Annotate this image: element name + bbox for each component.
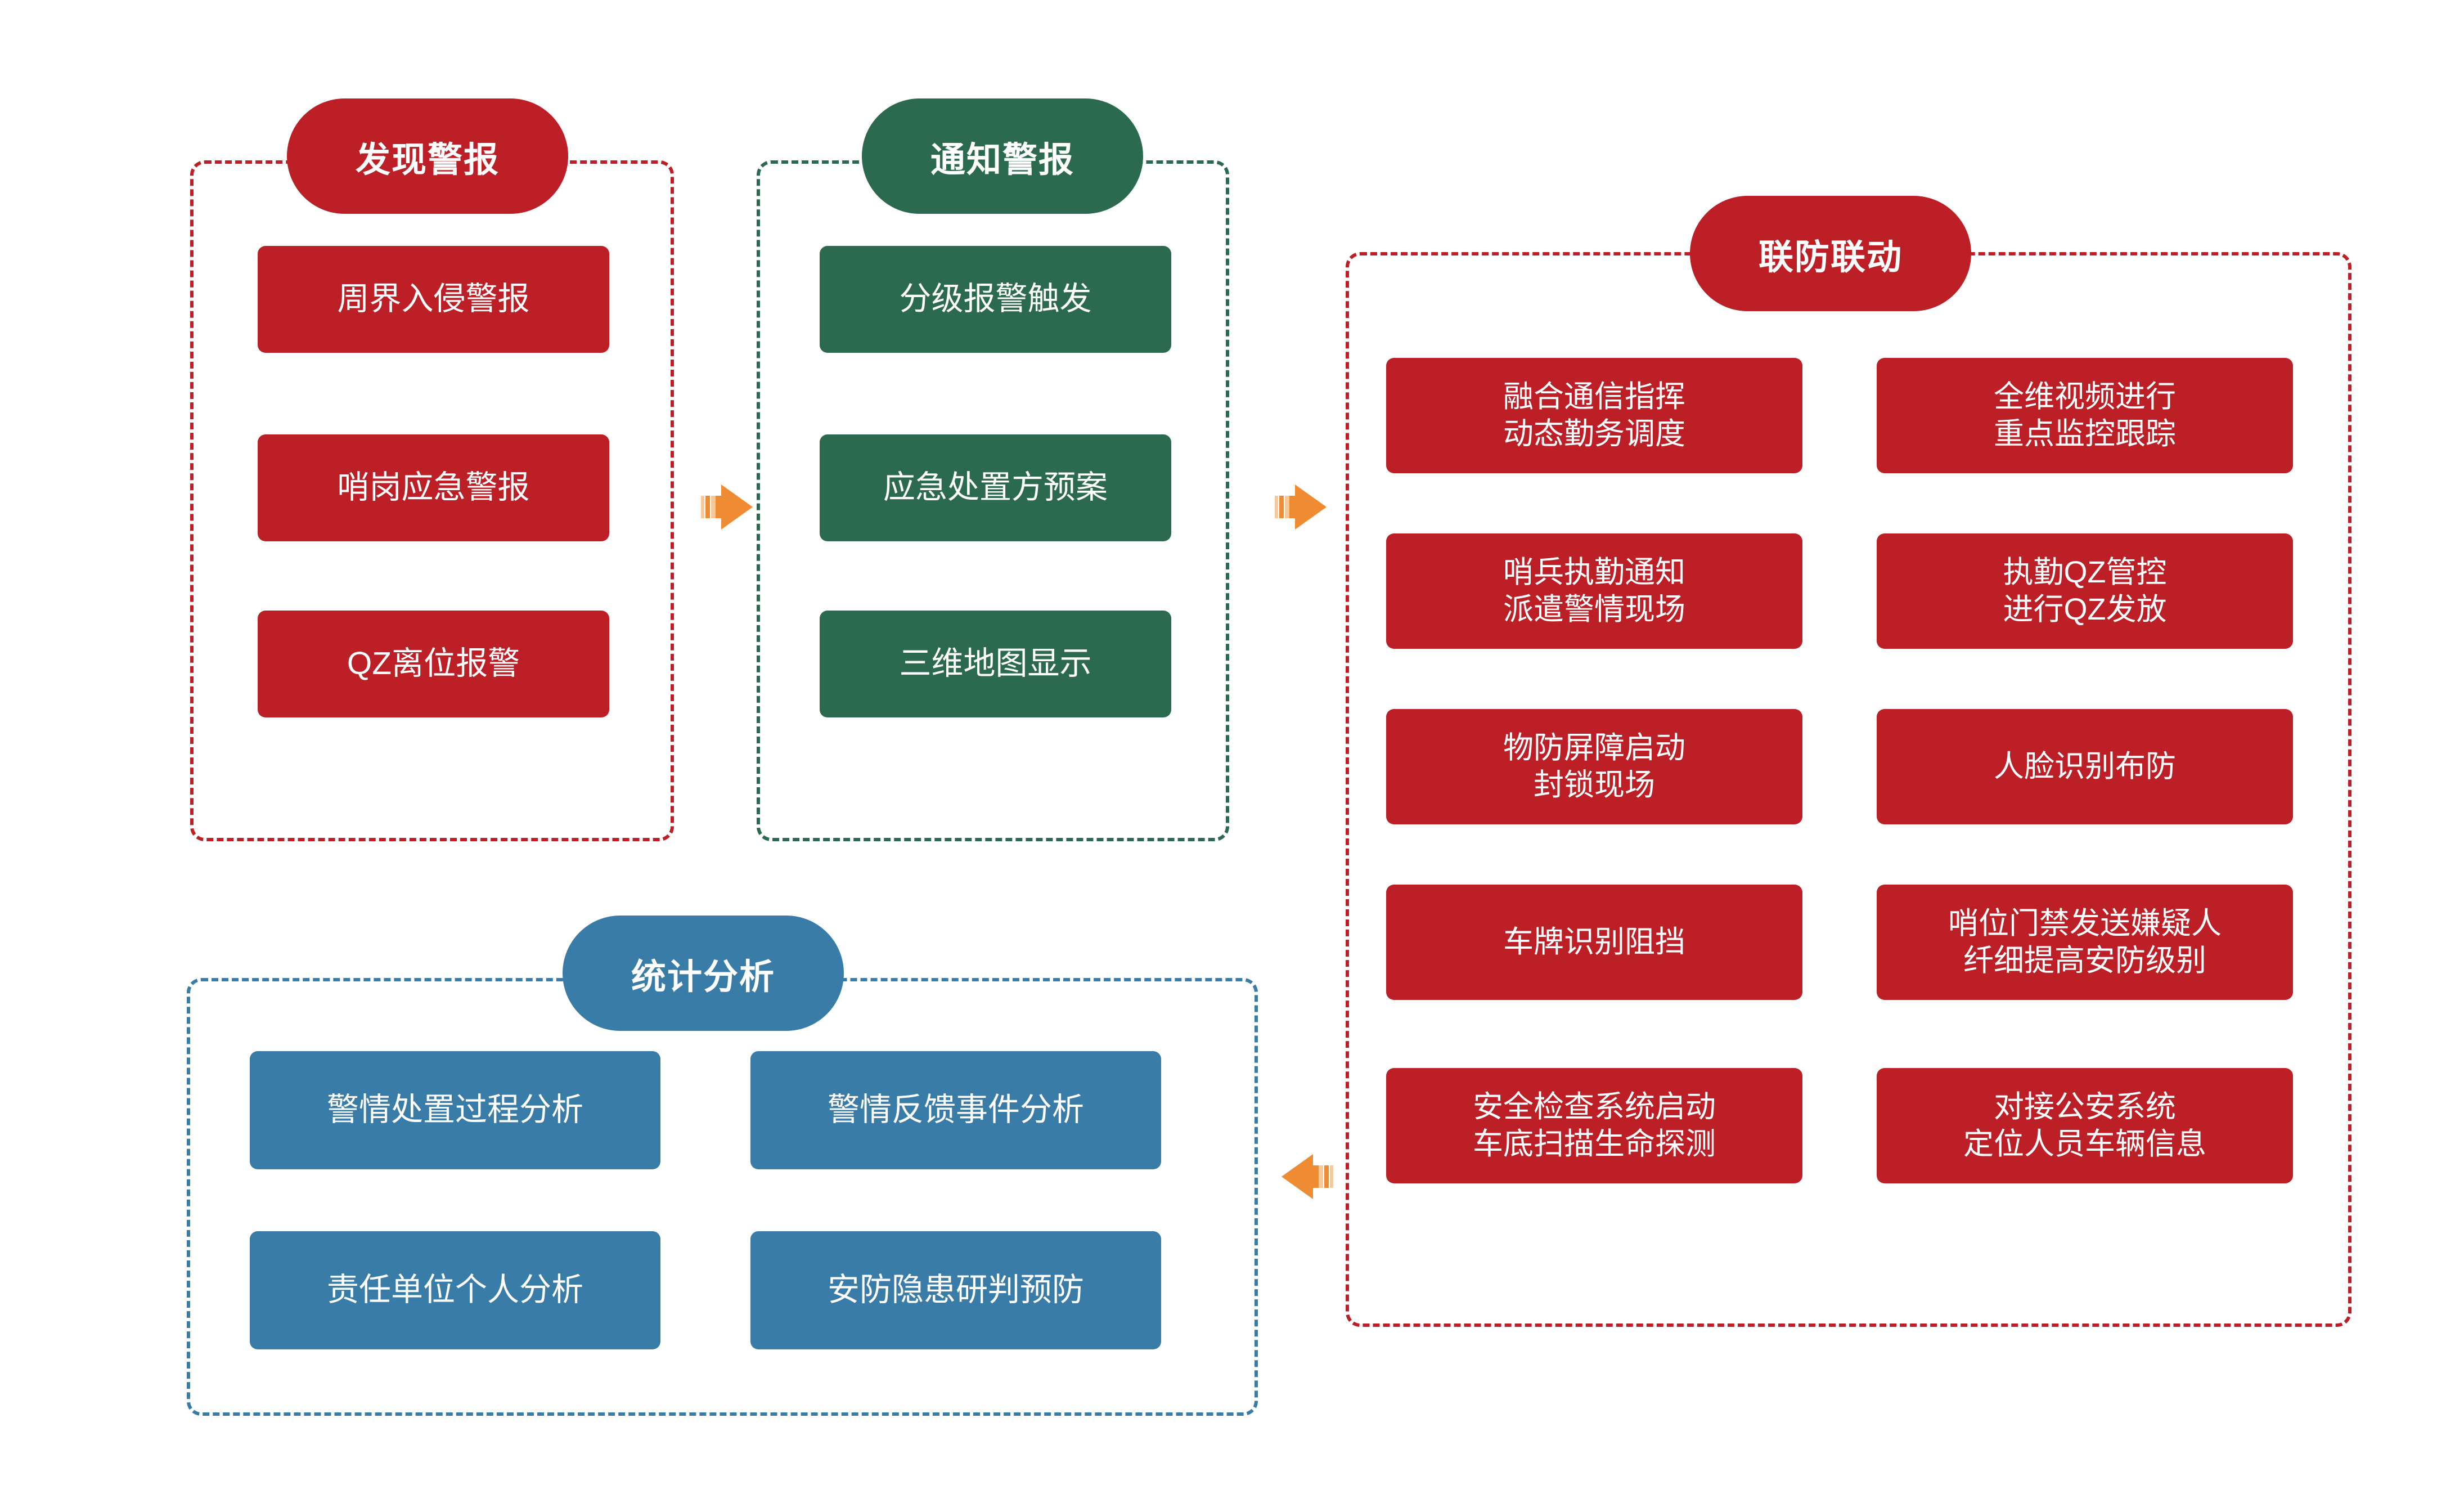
panel-statistics: 警情处置过程分析 警情反馈事件分析 责任单位个人分析 安防隐患研判预防 [187,978,1258,1416]
card-label: 全维视频进行 重点监控跟踪 [1994,379,2176,451]
card-physical-barrier-activation[interactable]: 物防屏障启动 封锁现场 [1386,709,1802,824]
card-label: 分级报警触发 [899,281,1092,317]
panel-notify-alarm: 分级报警触发 应急处置方预案 三维地图显示 [757,160,1229,841]
panel-title-label: 统计分析 [631,957,775,997]
card-fusion-communication-command[interactable]: 融合通信指挥 动态勤务调度 [1386,358,1802,473]
card-label: 三维地图显示 [899,645,1092,682]
arrow-notify-to-joint [1275,484,1327,530]
card-face-recognition-defense[interactable]: 人脸识别布防 [1877,709,2293,824]
arrow-discover-to-notify [701,484,753,530]
card-label: 车牌识别阻挡 [1503,925,1685,959]
card-label: 周界入侵警报 [337,281,530,317]
card-perimeter-intrusion-alarm[interactable]: 周界入侵警报 [258,246,609,353]
card-security-check-system[interactable]: 安全检查系统启动 车底扫描生命探测 [1386,1068,1802,1183]
card-duty-qz-control[interactable]: 执勤QZ管控 进行QZ发放 [1877,533,2293,649]
arrow-joint-to-statistics [1282,1154,1333,1199]
panel-title-label: 发现警报 [355,140,500,180]
panel-title-label: 通知警报 [930,140,1074,180]
card-qz-offpost-alarm[interactable]: QZ离位报警 [258,611,609,717]
panel-statistics-frame [187,978,1258,1416]
panel-title-label: 联防联动 [1758,237,1903,277]
card-omnidirectional-video-tracking[interactable]: 全维视频进行 重点监控跟踪 [1877,358,2293,473]
panel-discover-alarm: 周界入侵警报 哨岗应急警报 QZ离位报警 [190,160,674,841]
card-label: QZ离位报警 [347,645,520,682]
panel-title-statistics: 统计分析 [563,916,844,1031]
card-security-hazard-prevention[interactable]: 安防隐患研判预防 [750,1231,1161,1349]
card-label: 对接公安系统 定位人员车辆信息 [1963,1089,2206,1161]
card-label: 哨岗应急警报 [337,469,530,506]
card-tiered-alarm-trigger[interactable]: 分级报警触发 [820,246,1171,353]
card-label: 安防隐患研判预防 [828,1272,1084,1308]
card-alarm-handling-process-analysis[interactable]: 警情处置过程分析 [250,1051,660,1169]
card-label: 哨兵执勤通知 派遣警情现场 [1503,555,1685,626]
card-label: 安全检查系统启动 车底扫描生命探测 [1473,1089,1716,1161]
card-emergency-response-plan[interactable]: 应急处置方预案 [820,434,1171,541]
card-label: 融合通信指挥 动态勤务调度 [1503,379,1685,451]
card-3d-map-display[interactable]: 三维地图显示 [820,611,1171,717]
card-label: 警情反馈事件分析 [828,1092,1084,1128]
card-public-security-integration[interactable]: 对接公安系统 定位人员车辆信息 [1877,1068,2293,1183]
card-post-access-suspect-alert[interactable]: 哨位门禁发送嫌疑人 纤细提高安防级别 [1877,885,2293,1000]
panel-joint-defense: 融合通信指挥 动态勤务调度 哨兵执勤通知 派遣警情现场 物防屏障启动 封锁现场 … [1346,252,2351,1327]
panel-title-joint-defense: 联防联动 [1690,196,1971,311]
card-label: 警情处置过程分析 [327,1092,583,1128]
card-responsible-unit-individual-analysis[interactable]: 责任单位个人分析 [250,1231,660,1349]
card-label: 应急处置方预案 [883,469,1108,506]
card-alarm-feedback-event-analysis[interactable]: 警情反馈事件分析 [750,1051,1161,1169]
card-label: 物防屏障启动 封锁现场 [1503,730,1685,802]
card-label: 责任单位个人分析 [327,1272,583,1308]
card-label: 人脸识别布防 [1994,749,2176,783]
card-sentry-emergency-alarm[interactable]: 哨岗应急警报 [258,434,609,541]
card-label: 执勤QZ管控 进行QZ发放 [2003,555,2167,626]
card-sentry-duty-notification[interactable]: 哨兵执勤通知 派遣警情现场 [1386,533,1802,649]
panel-title-discover-alarm: 发现警报 [287,98,568,214]
card-label: 哨位门禁发送嫌疑人 纤细提高安防级别 [1948,906,2222,977]
panel-title-notify-alarm: 通知警报 [862,98,1143,214]
card-license-plate-blocking[interactable]: 车牌识别阻挡 [1386,885,1802,1000]
